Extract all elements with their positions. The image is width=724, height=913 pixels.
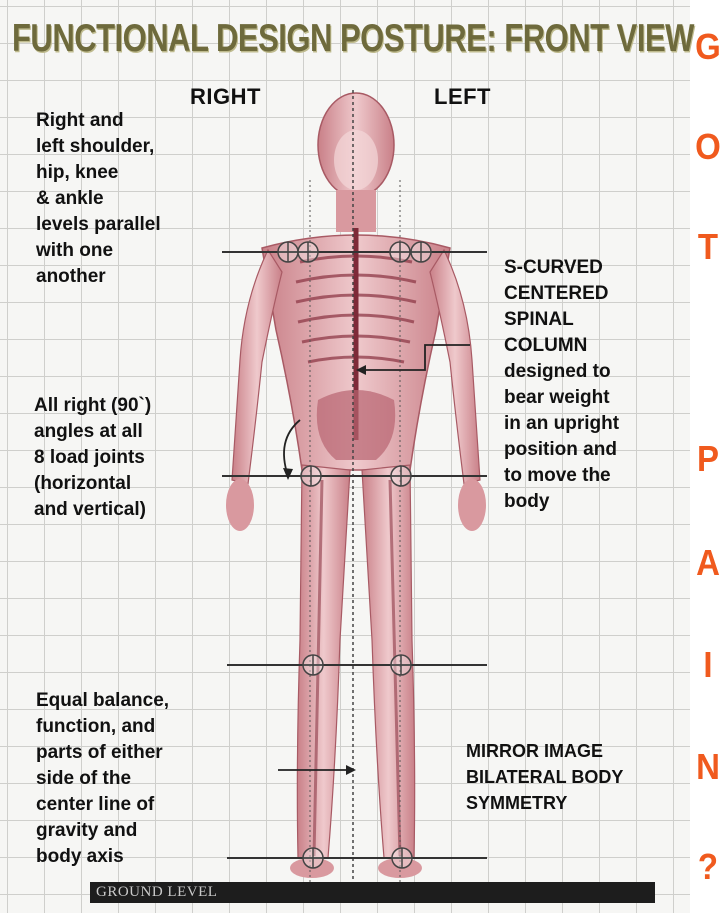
note-line: designed to — [504, 359, 619, 385]
note-line: CENTERED — [504, 281, 619, 307]
right-arm — [232, 250, 282, 484]
side-letter: I — [692, 644, 724, 686]
note-line: SPINAL — [504, 307, 619, 333]
left-hand — [458, 479, 486, 531]
note-line: Right and — [36, 108, 161, 134]
note-line: function, and — [36, 714, 169, 740]
shoulder-level-note: Right and left shoulder, hip, knee & ank… — [36, 108, 161, 290]
got-pain-column: G O T P A I N ? — [692, 0, 724, 913]
equal-balance-note: Equal balance, function, and parts of ei… — [36, 688, 169, 870]
note-line: MIRROR IMAGE — [466, 738, 623, 764]
note-line: COLUMN — [504, 333, 619, 359]
note-line: BILATERAL BODY — [466, 764, 623, 790]
left-shoulder-inner-marker — [390, 242, 410, 262]
right-knee-joint-marker — [303, 655, 323, 675]
note-line: All right (90`) — [34, 393, 151, 419]
right-hip-joint-marker — [301, 466, 321, 486]
angle-arrow-head — [283, 468, 293, 480]
side-letter: O — [692, 126, 724, 168]
note-line: (horizontal — [34, 471, 151, 497]
left-ankle-joint-marker — [392, 848, 412, 868]
note-line: hip, knee — [36, 160, 161, 186]
right-shoulder-inner-marker — [298, 242, 318, 262]
mirror-symmetry-note: MIRROR IMAGE BILATERAL BODY SYMMETRY — [466, 738, 623, 816]
note-line: side of the — [36, 766, 169, 792]
note-line: another — [36, 264, 161, 290]
side-letter: A — [692, 542, 724, 584]
note-line: levels parallel — [36, 212, 161, 238]
note-line: center line of — [36, 792, 169, 818]
pelvis — [317, 390, 395, 460]
note-line: Equal balance, — [36, 688, 169, 714]
note-line: SYMMETRY — [466, 790, 623, 816]
spinal-column-note: S-CURVED CENTERED SPINAL COLUMN designed… — [504, 255, 619, 515]
side-letter: G — [692, 26, 724, 68]
ground-level-bar: GROUND LEVEL — [90, 882, 655, 903]
left-hip-joint-marker — [391, 466, 411, 486]
note-line: body axis — [36, 844, 169, 870]
note-line: in an upright — [504, 411, 619, 437]
note-line: body — [504, 489, 619, 515]
side-letter: ? — [692, 846, 724, 888]
note-line: gravity and — [36, 818, 169, 844]
skull-face — [334, 130, 378, 190]
left-knee-joint-marker — [391, 655, 411, 675]
note-line: S-CURVED — [504, 255, 619, 281]
left-shoulder-joint-marker — [411, 242, 431, 262]
note-line: angles at all — [34, 419, 151, 445]
note-line: with one — [36, 238, 161, 264]
note-line: position and — [504, 437, 619, 463]
ground-level-label: GROUND LEVEL — [96, 884, 217, 901]
side-letter: N — [692, 746, 724, 788]
left-arm — [430, 250, 480, 484]
side-letter: P — [692, 438, 724, 480]
right-shoulder-joint-marker — [278, 242, 298, 262]
right-angles-note: All right (90`) angles at all 8 load joi… — [34, 393, 151, 523]
balance-arrow-head — [346, 765, 356, 775]
note-line: to move the — [504, 463, 619, 489]
note-line: 8 load joints — [34, 445, 151, 471]
note-line: parts of either — [36, 740, 169, 766]
right-hand — [226, 479, 254, 531]
side-letter: T — [692, 226, 724, 268]
note-line: left shoulder, — [36, 134, 161, 160]
note-line: and vertical) — [34, 497, 151, 523]
note-line: & ankle — [36, 186, 161, 212]
note-line: bear weight — [504, 385, 619, 411]
neck — [336, 190, 376, 232]
right-ankle-joint-marker — [303, 848, 323, 868]
